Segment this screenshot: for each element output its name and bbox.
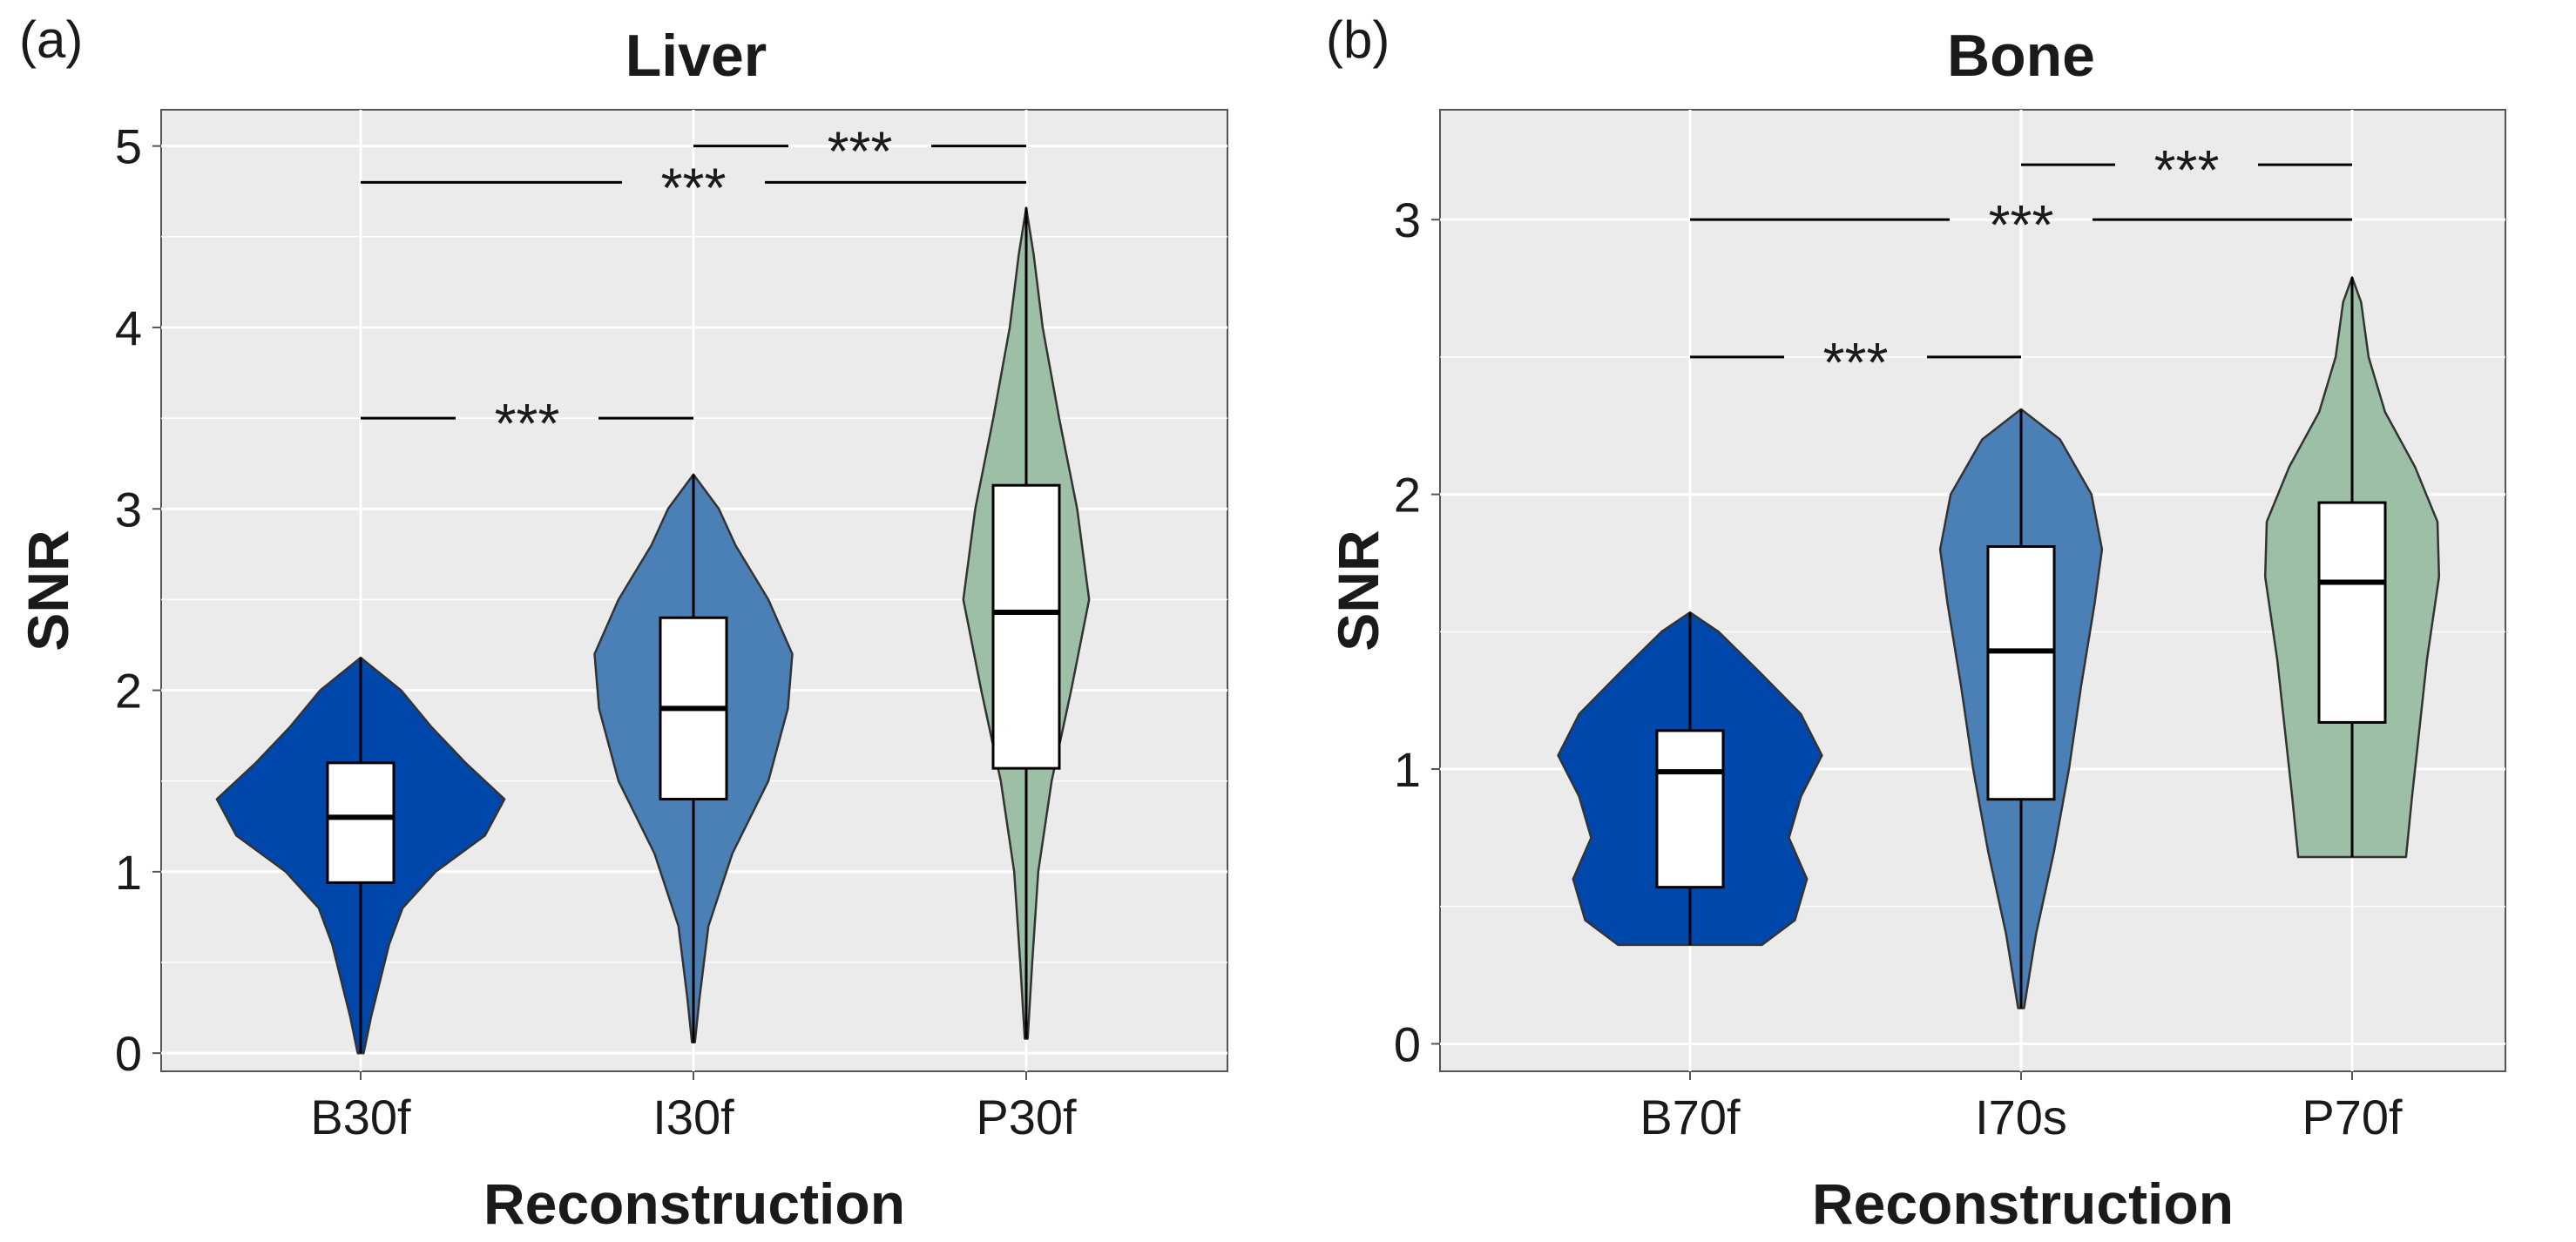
x-tick-labels: B70f I70s P70f	[1640, 1071, 2403, 1144]
significance-brackets: *** *** ***	[361, 120, 1026, 455]
boxplots	[326, 207, 1061, 1054]
y-tick-labels: 0 1 2 3 4 5	[115, 119, 161, 1081]
significance-label: ***	[828, 120, 893, 183]
x-tick-label: I30f	[652, 1090, 734, 1144]
chart-title: Liver	[625, 23, 767, 89]
chart-title: Bone	[1947, 23, 2095, 89]
box-B70f	[1655, 729, 1725, 889]
box-I70s	[1986, 545, 2056, 801]
x-tick-labels: B30f I30f P30f	[310, 1071, 1077, 1144]
y-tick-label: 4	[115, 300, 142, 355]
box-B30f	[326, 761, 396, 884]
y-tick-label: 0	[1394, 1016, 1421, 1071]
panel-label: (a)	[19, 10, 83, 69]
significance-label: ***	[495, 392, 560, 455]
x-axis-label: Reconstruction	[1812, 1171, 2234, 1236]
significance-label: ***	[1823, 331, 1889, 394]
x-axis-label: Reconstruction	[483, 1171, 905, 1236]
box-P70f	[2317, 501, 2387, 724]
significance-label: ***	[1989, 193, 2054, 256]
y-tick-label: 5	[115, 119, 142, 174]
y-tick-label: 1	[115, 845, 142, 900]
x-tick-label: B30f	[310, 1090, 411, 1144]
x-tick-label: P70f	[2302, 1090, 2403, 1144]
y-tick-label: 2	[1394, 468, 1421, 523]
y-tick-label: 3	[115, 482, 142, 537]
significance-brackets: *** *** ***	[1690, 138, 2352, 394]
y-tick-label: 2	[115, 664, 142, 719]
x-tick-label: B70f	[1640, 1090, 1741, 1144]
y-axis-label: SNR	[16, 530, 80, 651]
x-tick-label: P30f	[976, 1090, 1077, 1144]
y-tick-label: 1	[1394, 742, 1421, 797]
significance-label: ***	[661, 156, 727, 219]
y-axis-label: SNR	[1326, 530, 1390, 651]
box-P30f	[991, 483, 1061, 770]
y-tick-label: 0	[115, 1026, 142, 1081]
panel-bone: (b) Bone *** *** *** 0 1 2 3 B70f I70s P70f SNR…	[1326, 10, 2506, 1236]
boxplots	[1655, 277, 2387, 1009]
y-tick-label: 3	[1394, 192, 1421, 247]
significance-label: ***	[2154, 138, 2220, 201]
panel-label: (b)	[1326, 10, 1389, 69]
x-tick-label: I70s	[1975, 1090, 2067, 1144]
y-tick-labels: 0 1 2 3	[1394, 192, 1440, 1071]
